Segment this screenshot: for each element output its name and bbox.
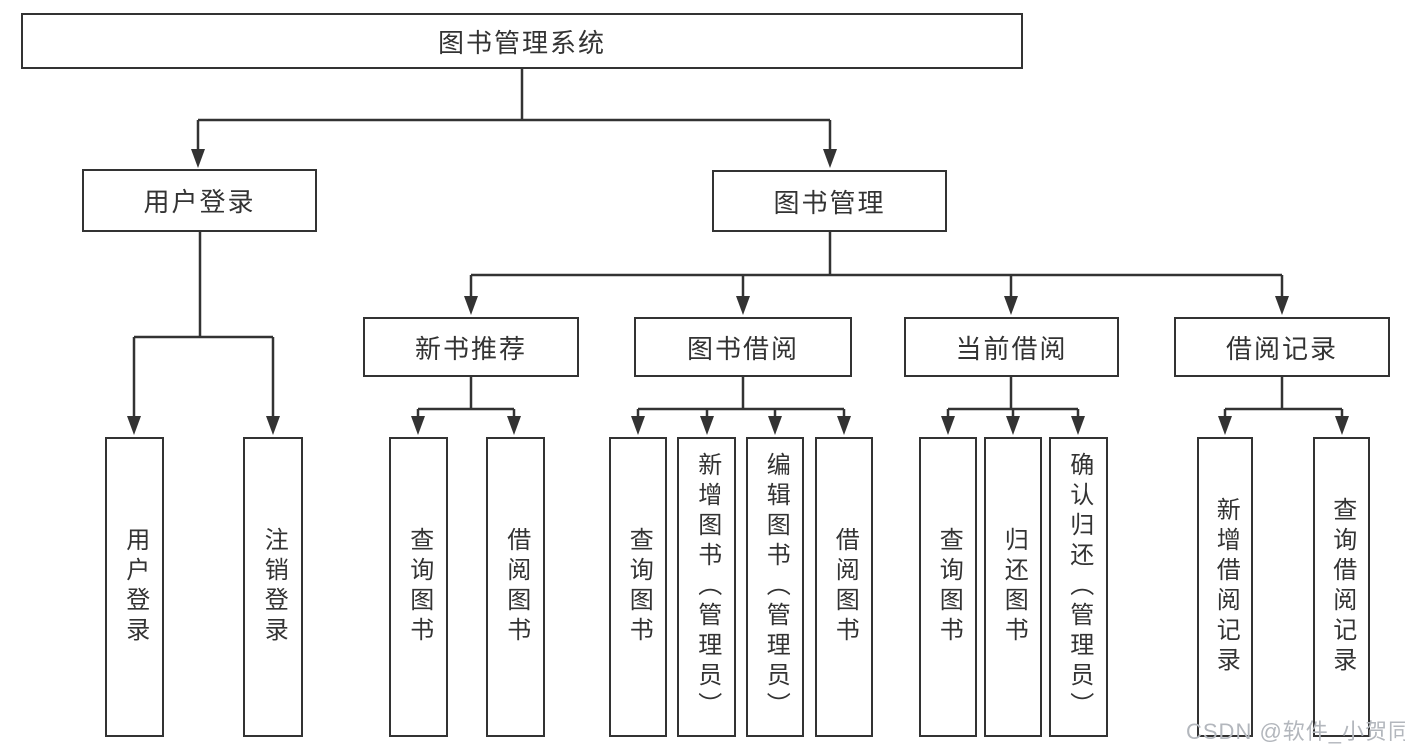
node-book-borrow: 图书借阅 xyxy=(634,317,852,377)
leaf-logout: 注销登录 xyxy=(243,437,303,737)
leaf-logout-label: 注销登录 xyxy=(260,527,288,647)
leaf-add-book-admin: 新增图书（管理员） xyxy=(677,437,736,737)
leaf-query-book-recommend: 查询图书 xyxy=(389,437,448,737)
node-current-borrow: 当前借阅 xyxy=(904,317,1119,377)
node-book-management: 图书管理 xyxy=(712,170,947,232)
leaf-borrow-book: 借阅图书 xyxy=(815,437,873,737)
leaf-add-borrow-record-label: 新增借阅记录 xyxy=(1212,497,1240,677)
leaf-query-book-borrow: 查询图书 xyxy=(609,437,667,737)
leaf-add-book-admin-label: 新增图书（管理员） xyxy=(693,452,721,722)
leaf-return-book-label: 归还图书 xyxy=(1000,527,1028,647)
leaf-user-login-label: 用户登录 xyxy=(121,527,149,647)
leaf-edit-book-admin-label: 编辑图书（管理员） xyxy=(762,452,790,722)
leaf-edit-book-admin: 编辑图书（管理员） xyxy=(746,437,804,737)
leaf-query-book-borrow-label: 查询图书 xyxy=(625,527,653,647)
node-borrow-record: 借阅记录 xyxy=(1174,317,1390,377)
leaf-confirm-return-admin-label: 确认归还（管理员） xyxy=(1065,452,1093,722)
node-user-login: 用户登录 xyxy=(82,169,317,232)
leaf-query-book-current: 查询图书 xyxy=(919,437,977,737)
node-root-library-system: 图书管理系统 xyxy=(21,13,1023,69)
leaf-confirm-return-admin: 确认归还（管理员） xyxy=(1049,437,1108,737)
leaf-query-book-recommend-label: 查询图书 xyxy=(405,527,433,647)
leaf-return-book: 归还图书 xyxy=(984,437,1042,737)
leaf-borrow-book-recommend: 借阅图书 xyxy=(486,437,545,737)
csdn-watermark: CSDN @软件_小贺同学 xyxy=(1186,719,1405,744)
leaf-add-borrow-record: 新增借阅记录 xyxy=(1197,437,1253,737)
leaf-query-book-current-label: 查询图书 xyxy=(935,527,963,647)
leaf-borrow-book-label: 借阅图书 xyxy=(831,527,859,647)
leaf-query-borrow-record-label: 查询借阅记录 xyxy=(1328,497,1356,677)
leaf-borrow-book-recommend-label: 借阅图书 xyxy=(502,527,530,647)
leaf-query-borrow-record: 查询借阅记录 xyxy=(1313,437,1370,737)
leaf-user-login: 用户登录 xyxy=(105,437,164,737)
node-new-book-recommend: 新书推荐 xyxy=(363,317,579,377)
